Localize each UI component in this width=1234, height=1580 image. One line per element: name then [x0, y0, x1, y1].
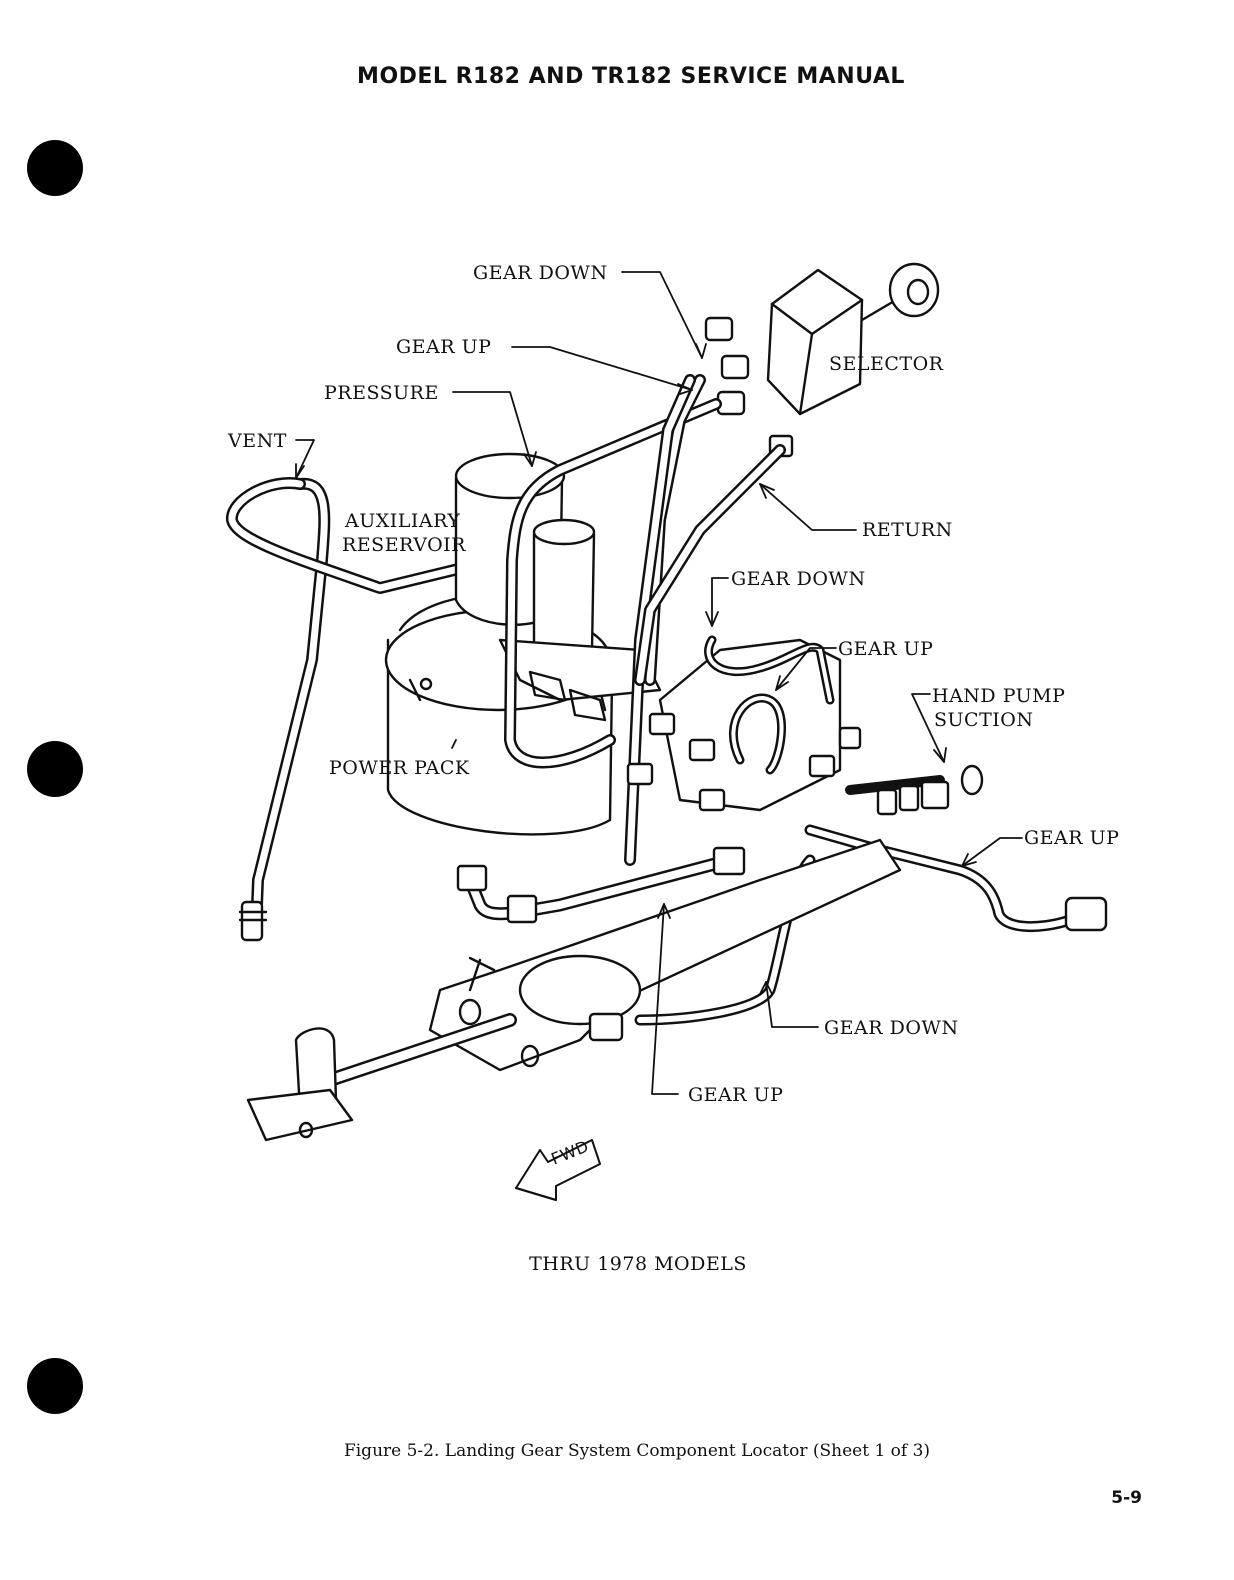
label-hand-pump: HAND PUMP	[932, 685, 1066, 707]
page-number: 5-9	[1111, 1488, 1142, 1508]
label-gear-down-actuator: GEAR DOWN	[824, 1017, 959, 1039]
label-vent: VENT	[228, 430, 287, 452]
label-selector: SELECTOR	[829, 353, 944, 375]
applicability-note: THRU 1978 MODELS	[529, 1253, 747, 1275]
leader-lines	[295, 271, 1023, 1095]
label-reservoir: RESERVOIR	[342, 534, 466, 556]
hand-pump-manifold	[626, 635, 984, 816]
bellcrank-fitting	[246, 1027, 354, 1142]
selector-valve	[704, 262, 940, 458]
vent-line	[226, 477, 518, 942]
fwd-arrow	[515, 1139, 601, 1201]
label-suction: SUCTION	[934, 709, 1034, 731]
label-gear-up-actuator: GEAR UP	[688, 1084, 784, 1106]
label-gear-up-right: GEAR UP	[1024, 827, 1120, 849]
label-auxiliary: AUXILIARY	[345, 510, 461, 532]
label-gear-down-pump: GEAR DOWN	[731, 568, 866, 590]
binder-hole-bottom	[27, 1358, 83, 1414]
selector-lines	[504, 374, 786, 866]
page-title: MODEL R182 AND TR182 SERVICE MANUAL	[357, 64, 905, 89]
figure-caption: Figure 5-2. Landing Gear System Componen…	[343, 1441, 931, 1461]
label-gear-up-pump: GEAR UP	[838, 638, 934, 660]
binder-hole-top	[27, 140, 83, 196]
binder-hole-middle	[27, 741, 83, 797]
label-gear-up-selector: GEAR UP	[396, 336, 492, 358]
label-return: RETURN	[862, 519, 953, 541]
label-power-pack: POWER PACK	[329, 757, 470, 779]
actuator-cylinder	[323, 838, 902, 1087]
label-pressure: PRESSURE	[324, 382, 439, 404]
label-gear-down-selector: GEAR DOWN	[473, 262, 608, 284]
